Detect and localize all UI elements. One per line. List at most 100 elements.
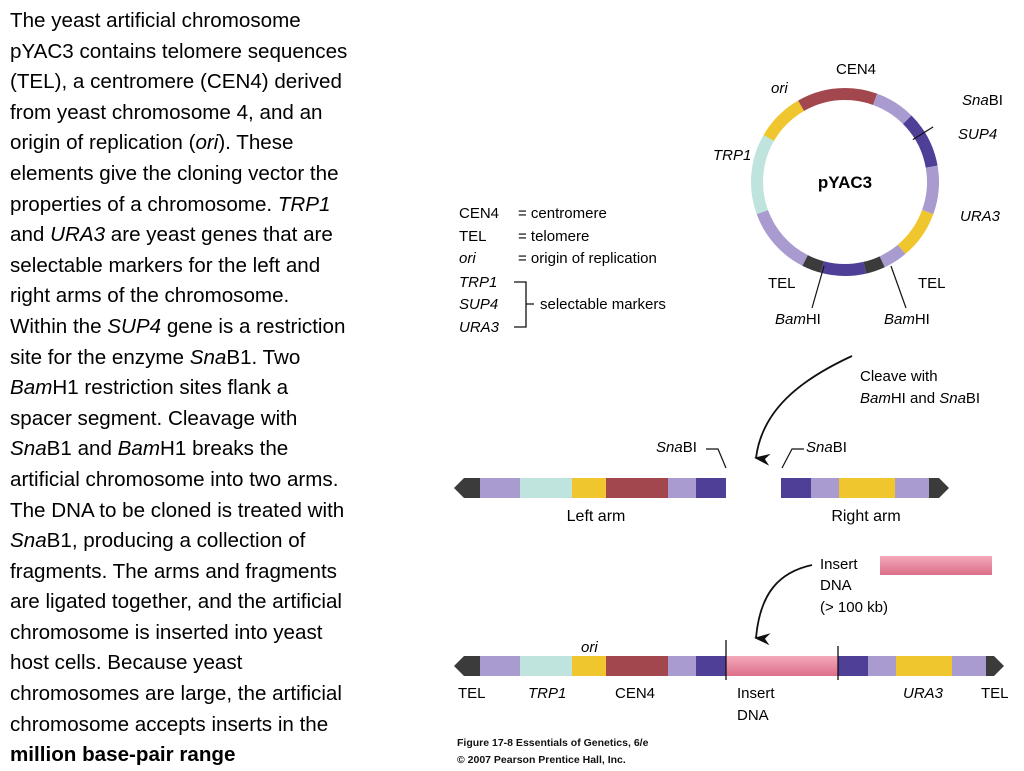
passage-line: (TEL), a centromere (CEN4) derived: [10, 67, 438, 98]
passage-line: selectable markers for the left and: [10, 251, 438, 282]
description-text: The yeast artificial chromosome pYAC3 con…: [10, 6, 438, 771]
tel-left-label: TEL: [768, 275, 796, 292]
passage-line: BamH1 restriction sites flank a: [10, 373, 438, 404]
passage-run: ). These: [218, 131, 294, 155]
insert-dna-fragment: [880, 556, 992, 575]
passage-line: million base-pair range: [10, 740, 438, 771]
recombinant-chromosome: [454, 640, 1004, 680]
passage-run: B1 and: [46, 437, 118, 461]
passage-run: selectable markers for the left and: [10, 253, 321, 277]
ring-spacer: [879, 244, 906, 268]
passage-line: properties of a chromosome. TRP1: [10, 190, 438, 221]
left-arm: [454, 478, 726, 498]
ring-bamhi-spacer: [820, 261, 867, 276]
passage-run: The DNA to be cloned is treated with: [10, 498, 345, 522]
left-arm-label: Left arm: [567, 508, 626, 525]
ura3-segment: [839, 478, 895, 498]
final-tel-left-label: TEL: [458, 685, 486, 702]
insert-dna-segment: [726, 656, 838, 676]
passage-line: Within the SUP4 gene is a restriction: [10, 312, 438, 343]
legend: CEN4 = centromere TEL = telomere ori = o…: [459, 205, 666, 336]
telomere-cap: [454, 478, 480, 498]
cleave-arrow: [754, 355, 853, 466]
cen4-segment: [844, 88, 878, 106]
passage-run: Bam: [10, 376, 53, 400]
passage-line: host cells. Because yeast: [10, 648, 438, 679]
passage-line: SnaB1 and BamH1 breaks the: [10, 434, 438, 465]
right-arm: [781, 478, 949, 498]
final-spacer: [480, 656, 520, 676]
passage-run: The yeast artificial chromosome: [10, 9, 301, 32]
legend-cen4-abbr: CEN4: [459, 205, 499, 222]
passage-run: from yeast chromosome 4, and an: [10, 100, 323, 124]
left-arm-snabi-label: SnaBI: [656, 439, 697, 456]
cen4-segment: [606, 478, 668, 498]
passage-line: fragments. The arms and fragments: [10, 557, 438, 588]
passage-run: fragments. The arms and fragments: [10, 559, 337, 583]
cen4-segment: [798, 88, 846, 112]
passage-run: host cells. Because yeast: [10, 651, 243, 675]
arm-spacer: [811, 478, 839, 498]
passage-run: gene is a restriction: [161, 314, 346, 338]
passage-run: spacer segment. Cleavage with: [10, 406, 298, 430]
ori-segment: [572, 656, 606, 676]
bamhi-left-pointer: [811, 265, 825, 309]
final-tel-right-label: TEL: [981, 685, 1009, 702]
passage-line: from yeast chromosome 4, and an: [10, 98, 438, 129]
trp1-segment: [751, 135, 775, 215]
legend-sup4: SUP4: [459, 296, 498, 313]
bamhi-right-pointer: [890, 265, 907, 309]
ligation-arrow: [754, 564, 813, 646]
passage-line: SnaB1, producing a collection of: [10, 526, 438, 557]
passage-line: chromosomes are large, the artificial: [10, 679, 438, 710]
passage-run: are yeast genes that are: [105, 223, 333, 247]
ori-segment: [572, 478, 606, 498]
passage-line: are ligated together, and the artificial: [10, 587, 438, 618]
passage-run: chromosomes are large, the artificial: [10, 682, 342, 706]
passage-run: Sna: [10, 437, 47, 461]
ori-segment: [763, 100, 805, 142]
cleave-step-line2: BamHI and SnaBI: [860, 390, 980, 407]
sup4-right-half: [781, 478, 811, 498]
sup4-segment: [902, 115, 938, 168]
passage-line: right arms of the chromosome.: [10, 281, 438, 312]
passage-line: site for the enzyme SnaB1. Two: [10, 343, 438, 374]
legend-trp1: TRP1: [459, 274, 497, 291]
passage-run: Sna: [10, 529, 47, 553]
insert-step-line3: (> 100 kb): [820, 599, 888, 616]
passage-run: million base-pair range: [10, 743, 236, 767]
passage-run: elements give the cloning vector the: [10, 161, 339, 185]
final-cen4-label: CEN4: [615, 685, 655, 702]
passage-run: H1 breaks the: [160, 437, 289, 461]
passage-run: site for the enzyme: [10, 345, 190, 369]
legend-ori-def: = origin of replication: [518, 250, 657, 267]
insert-step-line2: DNA: [820, 577, 852, 594]
snabi-label: SnaBI: [962, 92, 1003, 109]
bamhi-left-label: BamHI: [775, 311, 821, 328]
passage-run: pYAC3 contains telomere sequences: [10, 39, 348, 63]
ura3-segment: [896, 656, 952, 676]
ring-spacer: [756, 209, 808, 266]
left-arm-snabi-pointer: [706, 448, 727, 469]
passage-run: chromosome is inserted into yeast: [10, 620, 323, 644]
legend-tel-abbr: TEL: [459, 228, 487, 245]
passage-line: pYAC3 contains telomere sequences: [10, 37, 438, 68]
sup4-right-half: [838, 656, 868, 676]
sup4-label: SUP4: [958, 126, 997, 143]
passage-run: ori: [195, 131, 219, 155]
passage-run: Sna: [189, 345, 227, 369]
passage-run: chromosome accepts inserts in the: [10, 712, 329, 736]
trp1-segment: [520, 478, 572, 498]
arm-spacer: [668, 478, 696, 498]
legend-bracket: [514, 281, 534, 328]
arm-spacer: [895, 478, 929, 498]
final-spacer: [952, 656, 986, 676]
right-arm-snabi-pointer: [781, 448, 804, 469]
passage-run: (TEL), a centromere (CEN4) derived: [10, 70, 342, 94]
plasmid-name: pYAC3: [818, 173, 872, 192]
passage-run: Bam: [117, 437, 161, 461]
ura3-segment: [897, 209, 934, 255]
passage-run: and: [10, 223, 51, 247]
passage-line: and URA3 are yeast genes that are: [10, 220, 438, 251]
